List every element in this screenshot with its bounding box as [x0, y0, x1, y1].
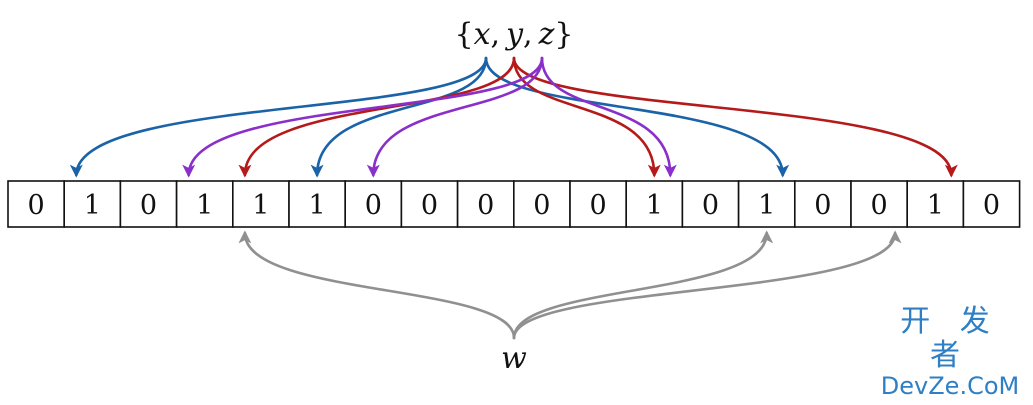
bit-value: 1	[252, 190, 269, 221]
bit-cell-box	[962, 180, 1021, 228]
bit-value: 1	[646, 190, 663, 221]
bit-value: 1	[758, 190, 775, 221]
arrow-x-to-cell-5	[310, 56, 488, 178]
bit-cell-17: 0	[962, 180, 1021, 228]
arrow-z-to-cell-11	[540, 56, 677, 178]
watermark-logo: 开 发 者 DevZe.CoM	[875, 304, 1025, 400]
bit-cell-8: 0	[456, 180, 515, 228]
bit-cell-box	[850, 180, 909, 228]
set-element-x: x	[474, 17, 491, 52]
bit-value: 0	[983, 190, 1000, 221]
bit-value: 1	[927, 190, 944, 221]
bit-value: 0	[590, 190, 607, 221]
bit-value: 1	[309, 190, 326, 221]
bit-value: 0	[702, 190, 719, 221]
bit-value: 0	[533, 190, 550, 221]
arrow-w-to-cell-4	[238, 230, 516, 340]
set-comma-2: ,	[523, 17, 533, 52]
bit-cell-box	[681, 180, 740, 228]
watermark-line-1: 开 发 者	[900, 304, 1000, 373]
bit-cell-6: 0	[344, 180, 403, 228]
bit-cell-box	[232, 180, 290, 228]
hash-mapping-arrows	[69, 56, 958, 340]
bit-value: 1	[84, 190, 101, 221]
bit-cell-7: 0	[400, 180, 459, 228]
arrow-y-to-cell-4	[238, 56, 516, 178]
arrow-z-to-cell-6	[366, 56, 544, 178]
bit-cell-4: 1	[232, 180, 290, 228]
bit-value: 0	[365, 190, 382, 221]
watermark-line-2: DevZe.CoM	[880, 372, 1020, 400]
bit-cell-14: 0	[793, 180, 852, 228]
bit-value: 0	[421, 190, 438, 221]
bit-cell-9: 0	[512, 180, 571, 228]
bit-value: 0	[140, 190, 157, 221]
set-comma-1: ,	[491, 17, 501, 52]
bit-cell-box	[569, 180, 628, 228]
arrow-y-to-cell-16	[512, 56, 958, 178]
bit-cell-5: 1	[288, 180, 347, 228]
bit-value: 0	[814, 190, 831, 221]
bit-cell-0: 0	[7, 180, 66, 228]
bit-value: 1	[196, 190, 213, 221]
bit-value: 0	[871, 190, 888, 221]
bit-cell-2: 0	[119, 180, 178, 228]
bit-cell-box	[400, 180, 459, 228]
bit-value: 0	[28, 190, 45, 221]
bit-cell-15: 0	[850, 180, 909, 228]
bit-cell-1: 1	[63, 180, 122, 228]
set-open-brace: {	[455, 17, 474, 52]
bit-cell-13: 1	[737, 180, 796, 228]
bit-cell-box	[737, 180, 796, 228]
set-element-z: z	[538, 17, 555, 52]
set-element-y: y	[504, 17, 524, 52]
bit-cell-10: 0	[569, 180, 628, 228]
arrow-w-to-cell-15	[512, 230, 902, 340]
bit-cell-box	[512, 180, 571, 228]
arrow-x-to-cell-1	[69, 56, 488, 178]
bit-cell-11: 1	[625, 180, 684, 228]
arrow-w-to-cell-13	[512, 230, 774, 340]
bit-cell-12: 0	[681, 180, 740, 228]
set-close-brace: }	[554, 17, 573, 52]
bit-array: 0 1 0 1 1 1 0 0 0 0 0 1 0 1 0 0 1 0	[7, 180, 1021, 228]
bit-cell-box	[906, 180, 965, 228]
bit-cell-box	[344, 180, 403, 228]
bit-value: 0	[477, 190, 494, 221]
arrow-z-to-cell-3	[182, 56, 544, 178]
bit-cell-16: 1	[906, 180, 965, 228]
set-label: {x,y,z}	[455, 17, 574, 52]
query-label-w: w	[501, 341, 527, 376]
arrow-y-to-cell-11	[512, 56, 661, 178]
bit-cell-box	[288, 180, 347, 228]
bit-cell-box	[175, 180, 234, 228]
bit-cell-3: 1	[175, 180, 234, 228]
